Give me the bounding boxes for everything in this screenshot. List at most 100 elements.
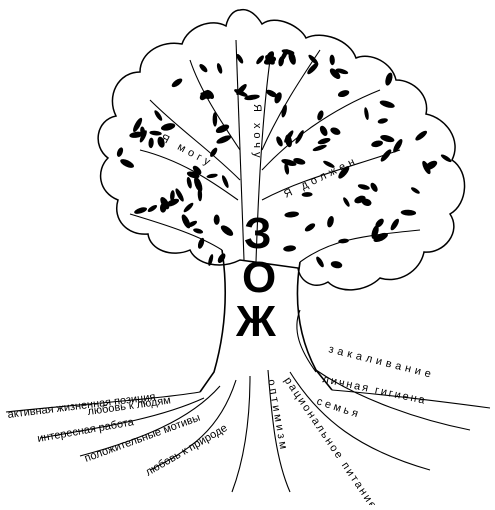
tree-crown (97, 8, 466, 291)
leaf-mark (377, 118, 388, 124)
leaf-mark (380, 135, 395, 143)
leaf-mark (213, 214, 220, 225)
leaf-mark (149, 130, 162, 136)
leaf-mark (194, 177, 203, 192)
leaf-mark (171, 78, 183, 88)
leaf-mark (234, 89, 248, 97)
leaf-mark (317, 110, 324, 121)
leaf-mark (400, 209, 417, 216)
leaf-mark (312, 144, 327, 152)
leaf-mark (276, 136, 283, 147)
leaf-mark (308, 54, 319, 65)
leaf-mark (129, 131, 144, 138)
leaf-mark (281, 159, 297, 166)
leaf-mark (216, 135, 232, 144)
leaf-mark (199, 63, 208, 73)
leaf-mark (370, 182, 378, 192)
leaf-mark (265, 54, 275, 65)
leaf-mark (208, 254, 214, 266)
leaf-mark (304, 223, 316, 232)
leaf-mark (154, 110, 163, 121)
trunk-letter-zh: Ж (235, 297, 276, 346)
trunk-letter-z: З (244, 209, 272, 258)
crown-text-i-want: Я хочу (251, 104, 263, 161)
leaf-mark (338, 238, 349, 244)
leaf-mark (357, 184, 370, 190)
leaf-mark (295, 130, 304, 144)
leaf-mark (393, 139, 403, 153)
crown-text-i-can: Я могу (159, 132, 216, 170)
leaf-mark (329, 68, 341, 79)
leaf-mark (157, 136, 165, 148)
leaf-mark (193, 228, 204, 234)
leaf-mark (288, 51, 296, 65)
leaf-mark (210, 147, 218, 157)
leaf-mark (323, 160, 335, 168)
leaf-mark (221, 175, 229, 189)
leaf-mark (165, 198, 180, 207)
leaf-mark (371, 225, 379, 239)
leaf-mark (330, 127, 341, 135)
leaf-mark (175, 188, 184, 202)
leaf-mark (212, 112, 218, 127)
trunk-letter-o: О (242, 253, 276, 302)
root-label-hardening: закаливание (327, 343, 436, 381)
leaf-mark (216, 63, 223, 74)
root-label-optimism: оптимизм (265, 378, 290, 453)
leaf-mark (256, 55, 264, 65)
leaf-mark (133, 117, 143, 133)
leaf-mark (192, 165, 202, 175)
leaf-mark (335, 68, 349, 75)
leaf-mark (373, 232, 388, 242)
leaf-mark (148, 137, 154, 149)
leaf-mark (147, 205, 158, 212)
leaf-mark (139, 130, 147, 143)
leaf-mark (116, 147, 124, 157)
leaf-mark (183, 202, 194, 213)
leaf-mark (160, 196, 170, 210)
leaf-mark (170, 190, 175, 202)
leaf-mark (284, 163, 290, 175)
leaf-mark (327, 216, 334, 228)
leaf-mark (197, 237, 205, 249)
leaf-mark (379, 100, 395, 108)
leaf-mark (280, 49, 288, 62)
leaf-mark (329, 54, 335, 66)
leaf-mark (215, 124, 230, 134)
leaf-mark (361, 198, 372, 206)
leaf-mark (181, 214, 191, 229)
leaf-mark (337, 90, 350, 98)
leaf-mark (307, 62, 319, 75)
tree-trunk (199, 249, 333, 393)
leaf-mark (338, 166, 350, 179)
leaf-mark (385, 72, 393, 86)
leaf-mark (284, 130, 294, 143)
leaf-mark (390, 218, 399, 231)
leaf-mark (244, 94, 260, 101)
leaf-mark (316, 256, 324, 268)
root-label-nutrition: рациональное питание (282, 375, 380, 505)
leaf-mark (422, 160, 431, 175)
leaf-mark (120, 159, 134, 168)
leaf-mark (186, 176, 192, 189)
leaf-mark (330, 261, 343, 269)
leaf-mark (410, 187, 420, 194)
leaf-mark (371, 140, 383, 148)
leaf-mark (380, 149, 392, 162)
leaf-mark (220, 225, 234, 236)
leaf-marks (116, 49, 452, 269)
leaf-mark (364, 107, 369, 121)
leaf-mark (274, 92, 282, 104)
leaf-mark (415, 130, 428, 141)
leaf-mark (319, 125, 328, 136)
leaf-mark (187, 220, 198, 228)
leaf-mark (375, 218, 384, 228)
leaf-mark (281, 104, 287, 118)
leaf-mark (301, 192, 313, 197)
leaf-mark (317, 137, 331, 145)
leaf-mark (134, 207, 148, 214)
leaf-mark (343, 197, 350, 207)
root-label-family: семья (315, 395, 362, 421)
leaf-mark (217, 253, 226, 263)
leaf-mark (160, 123, 176, 131)
